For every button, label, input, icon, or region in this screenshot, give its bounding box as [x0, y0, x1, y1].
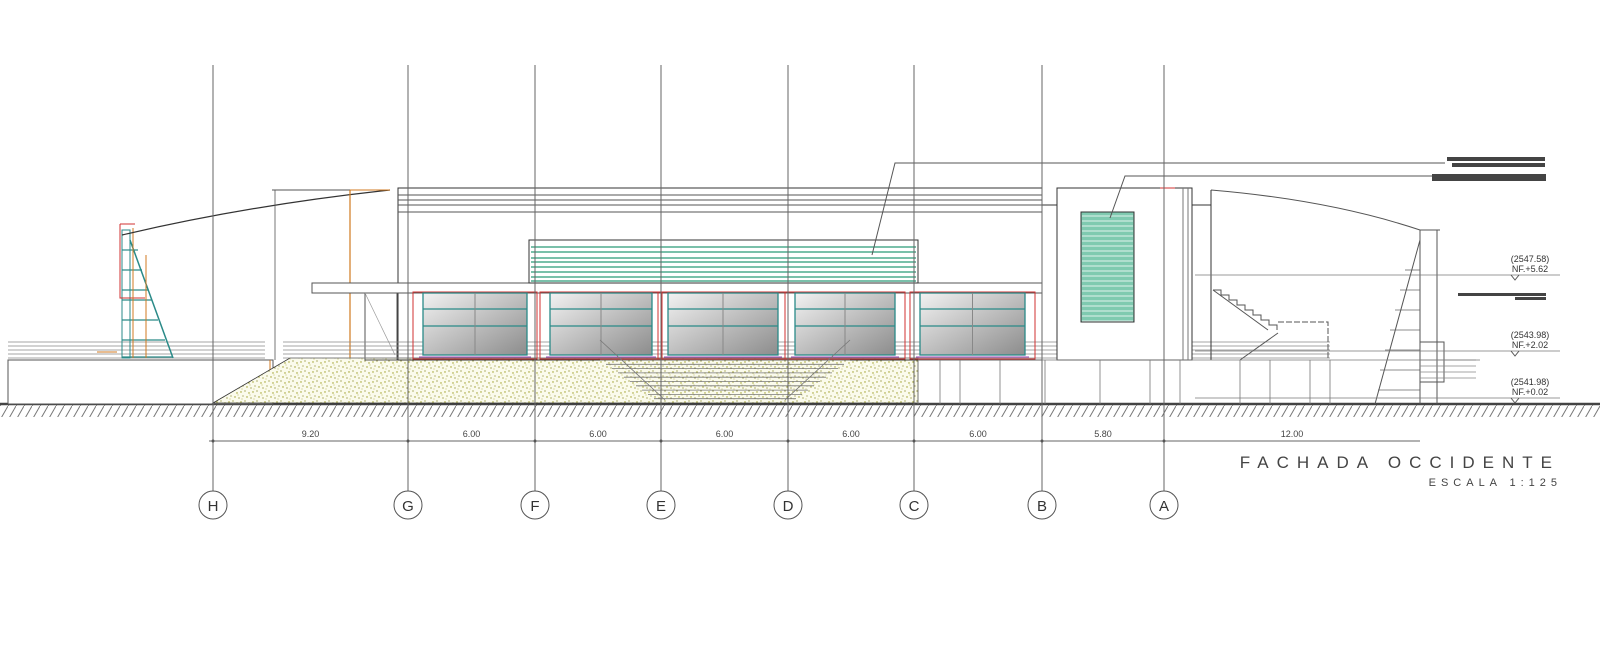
- dimension-label: 6.00: [463, 429, 481, 439]
- window: [784, 291, 906, 360]
- left-tower: [97, 189, 391, 403]
- drawing-title: FACHADA OCCIDENTE: [1240, 453, 1560, 472]
- window: [539, 291, 663, 360]
- right-base: [917, 359, 1480, 404]
- window: [657, 291, 789, 360]
- callouts: [871, 157, 1546, 300]
- dimension-label: 9.20: [302, 429, 320, 439]
- dimension-label: 6.00: [716, 429, 734, 439]
- grid-axis-G: G: [393, 65, 423, 520]
- level-nf: NF.+5.62: [1512, 264, 1548, 274]
- level-elevation: (2541.98): [1511, 377, 1550, 387]
- window: [412, 291, 538, 360]
- stair-rail: [784, 339, 851, 401]
- dimension-label: 5.80: [1094, 429, 1112, 439]
- louver-panel: [528, 239, 919, 284]
- level-nf: NF.+2.02: [1512, 340, 1548, 350]
- dimension-label: 6.00: [842, 429, 860, 439]
- level-elevation: (2543.98): [1511, 330, 1550, 340]
- grid-axis-H: H: [198, 65, 228, 520]
- stair-rail: [599, 339, 666, 401]
- window: [909, 291, 1036, 360]
- green-panel: [1080, 211, 1135, 323]
- grid-axis-B: B: [1027, 65, 1057, 520]
- grid-axis-label: B: [1037, 498, 1047, 515]
- grid-axis-label: C: [909, 498, 920, 515]
- grid-axis-C: C: [899, 65, 929, 520]
- grid-axis-label: E: [656, 498, 666, 515]
- level-marker: (2543.98)NF.+2.02: [1195, 330, 1560, 357]
- grid-axis-label: D: [783, 498, 794, 515]
- level-marker: (2541.98)NF.+0.02: [1195, 377, 1560, 404]
- grid-axis-F: F: [520, 65, 550, 520]
- dimension-label: 6.00: [589, 429, 607, 439]
- ground: [0, 402, 1600, 417]
- grid-axis-label: H: [208, 498, 219, 515]
- grid-axis-label: G: [402, 498, 414, 515]
- level-nf: NF.+0.02: [1512, 387, 1548, 397]
- gravel-fill: [211, 357, 919, 404]
- central-stairs: [599, 339, 851, 401]
- drawing-scale: ESCALA 1:125: [1429, 477, 1562, 489]
- level-marker: (2547.58)NF.+5.62: [1195, 254, 1560, 281]
- grid-axis-D: D: [773, 65, 803, 520]
- level-elevation: (2547.58): [1511, 254, 1550, 264]
- grid-axis-label: A: [1159, 498, 1169, 515]
- dimension-label: 12.00: [1281, 429, 1304, 439]
- grid-axis-E: E: [646, 65, 676, 520]
- grid-axis-label: F: [530, 498, 539, 515]
- right-volume: [1210, 189, 1476, 405]
- left-railing: [8, 341, 265, 359]
- right-block: [1042, 187, 1211, 361]
- dimension-label: 6.00: [969, 429, 987, 439]
- grid-axis-A: A: [1149, 65, 1179, 520]
